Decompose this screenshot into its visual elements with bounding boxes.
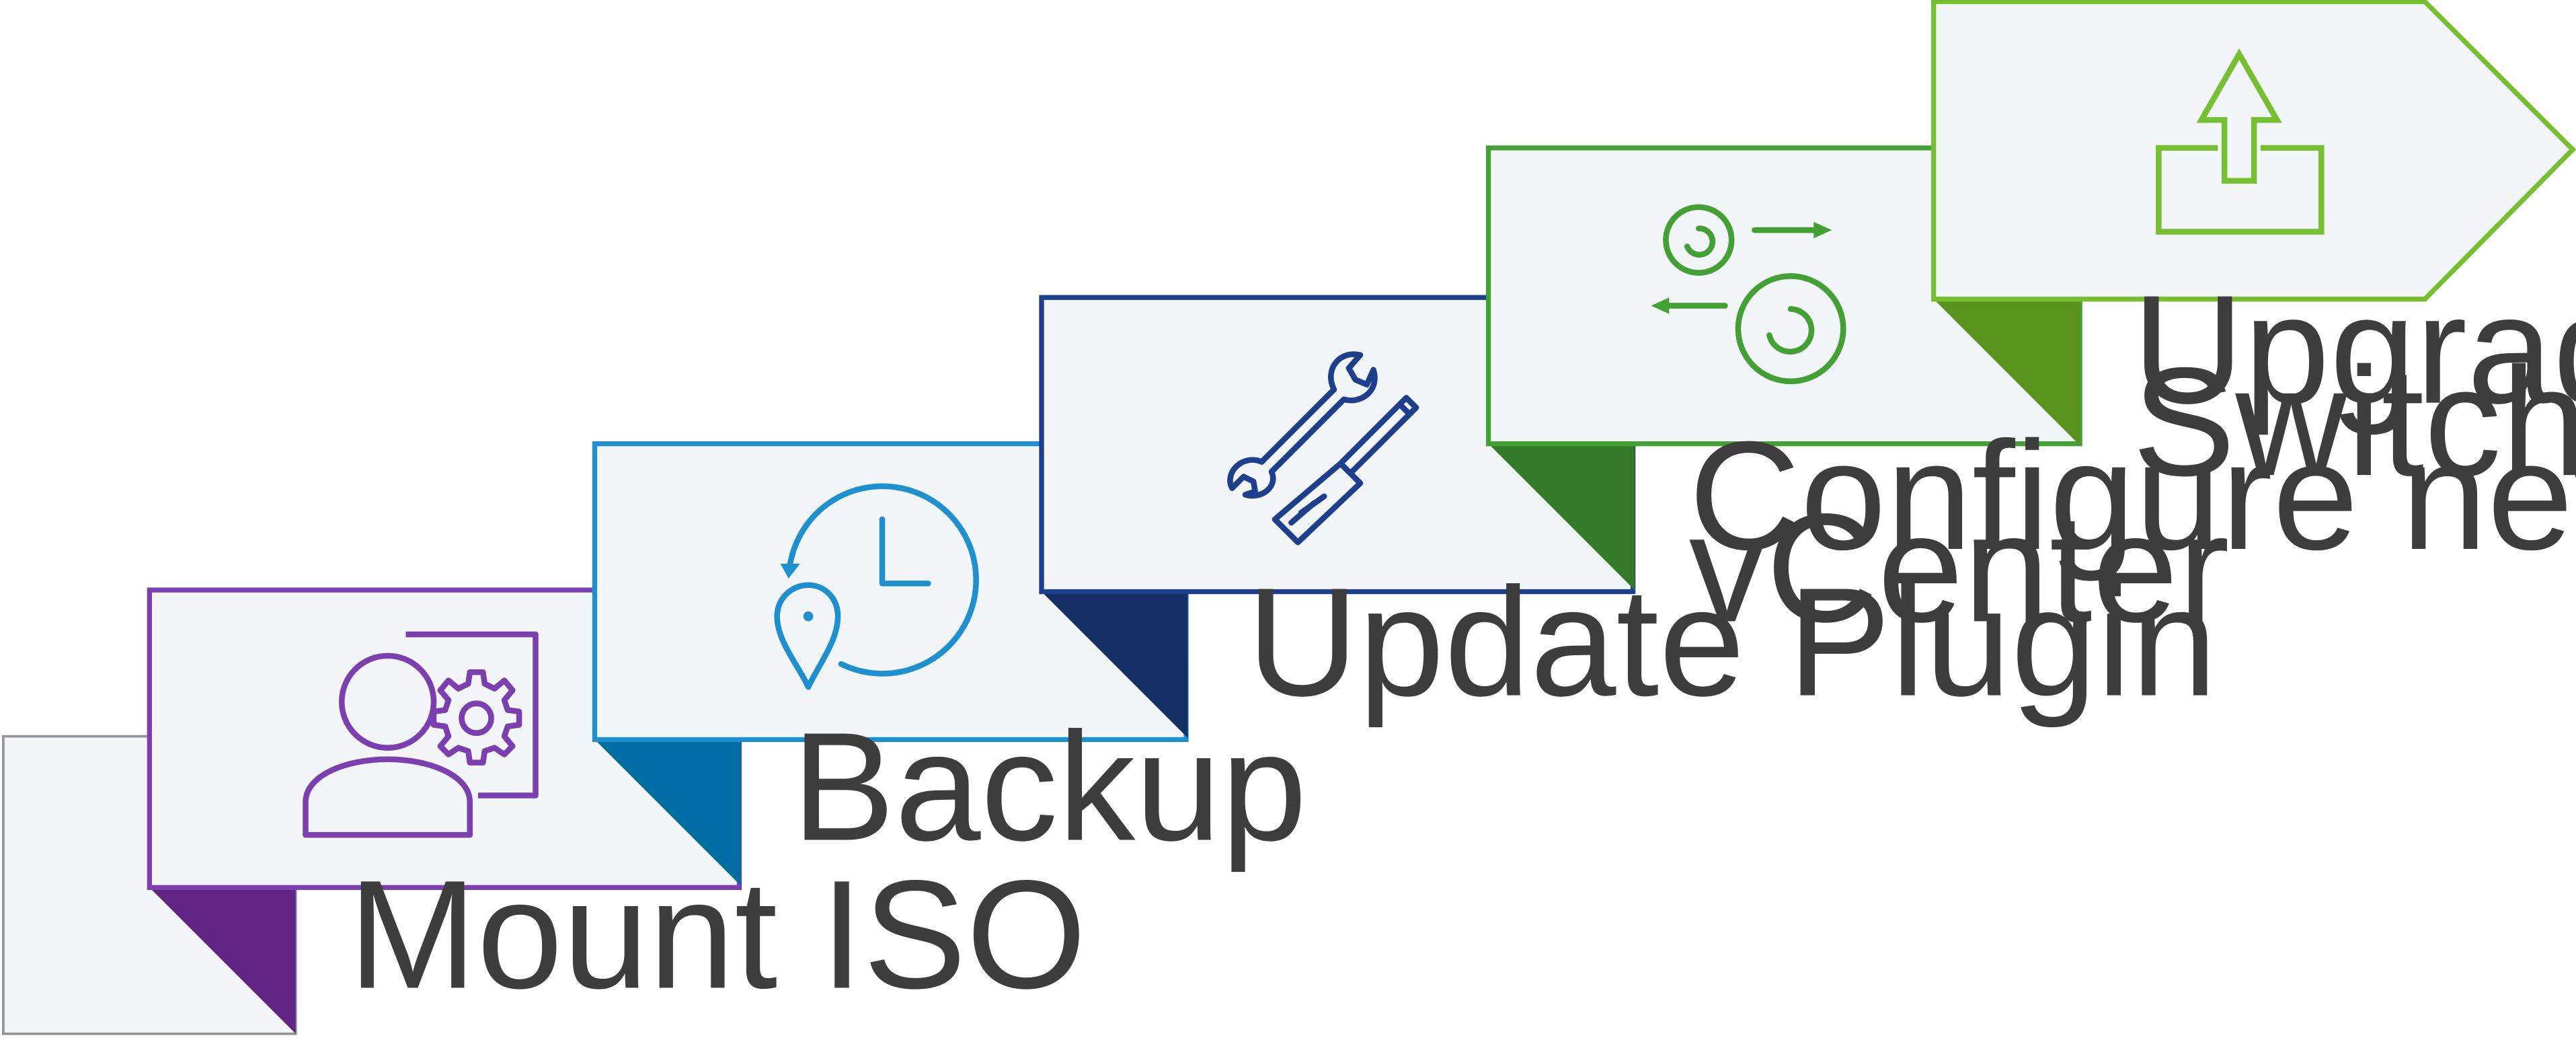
step-label: Configure newvCenter — [1689, 409, 2576, 655]
upload-icon — [2156, 48, 2325, 235]
step-label: Update Plugin — [1247, 555, 2217, 728]
gears-sync-icon — [1651, 204, 1846, 385]
step-label-line: Mount ISO — [348, 848, 1087, 1020]
fold-triangle — [1488, 443, 1635, 591]
step-label-line: Update Plugin — [1247, 555, 2217, 728]
step-label-line: Upgrade & — [2132, 263, 2576, 436]
step-label: Mount ISO — [348, 848, 1087, 1020]
step-label-line: Configure new — [1689, 409, 2576, 582]
step-label-line: vCenter — [1689, 482, 2230, 655]
step-backup: Backup — [592, 441, 1307, 886]
fold-triangle — [594, 739, 741, 886]
wrench-screwdriver-icon — [1227, 351, 1419, 546]
user-gear-icon — [303, 631, 539, 838]
step-label: Upgrade &Switchover — [2132, 263, 2576, 509]
step-mount-iso: Mount ISO — [147, 587, 1087, 1034]
step-label: Backup — [792, 700, 1307, 872]
clock-restore-icon — [774, 483, 979, 690]
step-label-line: Backup — [792, 700, 1307, 872]
step-upgrade-switchover: Upgrade &Switchover — [1931, 0, 2576, 509]
fold-triangle — [149, 887, 296, 1034]
step-label-line: Switchover — [2132, 335, 2576, 508]
